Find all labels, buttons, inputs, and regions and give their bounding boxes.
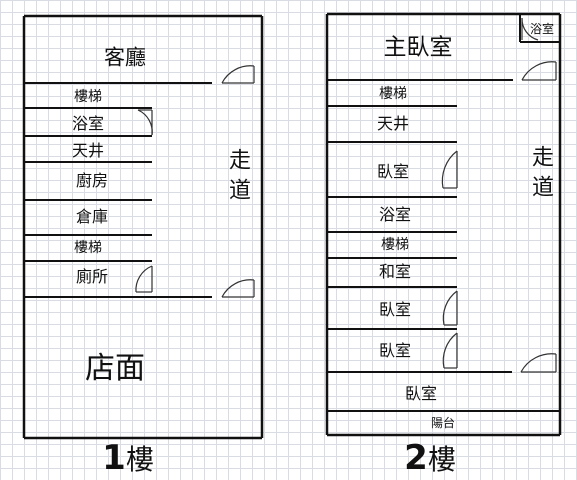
floor2-walls <box>325 12 562 437</box>
floor2-word: 樓 <box>427 443 456 476</box>
floor2-title: 2樓 <box>404 441 456 475</box>
floor2-number: 2 <box>404 438 428 478</box>
room-bedroom-a: 臥室 <box>376 162 410 181</box>
floor1-walls <box>22 14 264 440</box>
room-skylight: 天井 <box>376 114 410 133</box>
room-stairs-mid: 樓梯 <box>381 237 409 253</box>
room-bath: 浴室 <box>378 205 412 224</box>
room-master-bedroom: 主臥室 <box>383 34 453 61</box>
floor1-number: 1 <box>102 438 126 478</box>
room-storage: 倉庫 <box>75 207 109 226</box>
room-shop: 店面 <box>85 351 145 386</box>
room-bedroom-b: 臥室 <box>378 300 412 319</box>
floor1-title: 1樓 <box>102 441 154 475</box>
floor2-doors <box>441 17 557 373</box>
room-stairs-bottom: 樓梯 <box>74 240 102 256</box>
corridor-label-floor2: 走道 <box>528 145 553 205</box>
room-balcony: 陽台 <box>430 416 456 430</box>
room-stairs-top: 樓梯 <box>74 89 102 105</box>
room-skylight: 天井 <box>71 141 105 160</box>
room-kitchen: 廚房 <box>75 171 109 190</box>
room-toilet: 廁所 <box>75 267 109 286</box>
room-bedroom-d: 臥室 <box>404 384 438 403</box>
room-corner-bath: 浴室 <box>529 22 555 36</box>
room-tatami: 和室 <box>378 262 412 281</box>
corridor-label-floor1: 走道 <box>225 148 250 208</box>
room-bath: 浴室 <box>71 114 105 133</box>
room-stairs-top: 樓梯 <box>379 86 407 102</box>
floor1-doors <box>135 65 255 298</box>
floor1-word: 樓 <box>125 443 154 476</box>
room-living: 客廳 <box>104 45 146 70</box>
room-bedroom-c: 臥室 <box>378 341 412 360</box>
